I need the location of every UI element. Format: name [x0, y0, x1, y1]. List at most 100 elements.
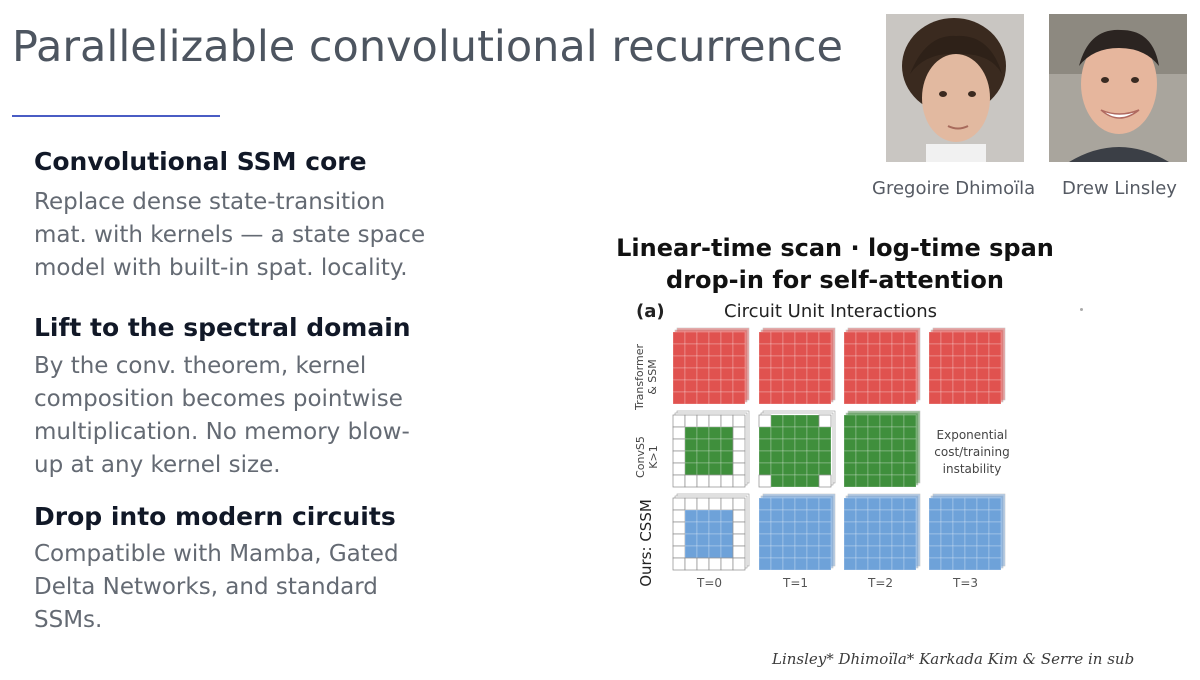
grid-cell-active	[940, 557, 954, 571]
grid-cell-active	[903, 355, 917, 369]
grid-cell-active	[903, 462, 917, 476]
slide-title: Parallelizable convolutional recurrence	[12, 22, 843, 72]
grid-cell-active	[806, 391, 820, 405]
grid-cell-active	[684, 450, 698, 464]
grid-cell-active	[843, 474, 857, 488]
grid-cell-active	[855, 533, 869, 547]
grid-cell-active	[843, 426, 857, 440]
grid-cell-active	[794, 545, 808, 559]
grid-cell-active	[708, 379, 722, 393]
grid-cell-active	[855, 343, 869, 357]
grid-cell-active	[758, 450, 772, 464]
grid-cell-active	[684, 343, 698, 357]
grid-cell-active	[794, 557, 808, 571]
grid-cell-active	[928, 545, 942, 559]
grid-cell-active	[696, 533, 710, 547]
grid-cell-active	[818, 379, 832, 393]
grid-cell-inactive	[672, 521, 686, 535]
grid-cell-active	[696, 521, 710, 535]
grid-cell-active	[782, 557, 796, 571]
grid-cell-active	[696, 391, 710, 405]
grid-cell-active	[696, 379, 710, 393]
grid-cell-active	[708, 331, 722, 345]
grid-cell-active	[818, 557, 832, 571]
grid-cell-active	[843, 355, 857, 369]
grid-cell-active	[770, 521, 784, 535]
grid-cell-active	[720, 438, 734, 452]
grid-cell-active	[684, 533, 698, 547]
grid-cell-inactive	[708, 414, 722, 428]
grid-cell-active	[782, 426, 796, 440]
grid-cell-active	[940, 355, 954, 369]
grid-cell-active	[940, 391, 954, 405]
grid-cell-inactive	[696, 474, 710, 488]
section-body-circuits: Compatible with Mamba, Gated Delta Netwo…	[34, 538, 474, 637]
grid-cell-active	[879, 343, 893, 357]
grid-cell-active	[867, 379, 881, 393]
grid-cell-active	[758, 545, 772, 559]
grid-cell-inactive	[732, 462, 746, 476]
grid-cell-active	[770, 355, 784, 369]
body-line: up at any kernel size.	[34, 452, 281, 478]
grid-cell-active	[891, 426, 905, 440]
grid-cell-active	[818, 450, 832, 464]
grid-cell-active	[940, 533, 954, 547]
section-heading-ssm-core: Convolutional SSM core	[34, 147, 367, 176]
grid-cell-active	[770, 533, 784, 547]
grid-cell-active	[782, 331, 796, 345]
grid-cell-active	[843, 450, 857, 464]
grid-cell-active	[867, 474, 881, 488]
grid-cell-active	[903, 521, 917, 535]
grid-cell-active	[843, 557, 857, 571]
grid-cell-inactive	[818, 474, 832, 488]
grid-cell-active	[903, 533, 917, 547]
grid-cell-inactive	[720, 497, 734, 511]
grid-cell-active	[782, 521, 796, 535]
grid-cell-active	[770, 343, 784, 357]
circuit-grid	[672, 410, 750, 488]
grid-cell-active	[758, 379, 772, 393]
grid-cell-active	[976, 545, 990, 559]
grid-cell-inactive	[732, 533, 746, 547]
grid-cell-active	[976, 367, 990, 381]
grid-cell-active	[720, 533, 734, 547]
grid-cell-active	[891, 450, 905, 464]
grid-cell-active	[988, 331, 1002, 345]
grid-cell-active	[770, 474, 784, 488]
grid-cell-active	[758, 533, 772, 547]
grid-cell-active	[964, 545, 978, 559]
grid-cell-active	[794, 379, 808, 393]
grid-cell-inactive	[758, 414, 772, 428]
grid-cell-active	[696, 462, 710, 476]
grid-cell-active	[964, 497, 978, 511]
grid-cell-active	[818, 533, 832, 547]
grid-cell-active	[879, 438, 893, 452]
grid-cell-active	[940, 545, 954, 559]
grid-cell-active	[720, 355, 734, 369]
grid-cell-active	[806, 521, 820, 535]
grid-cell-active	[732, 355, 746, 369]
grid-cell-active	[879, 331, 893, 345]
grid-cell-active	[928, 557, 942, 571]
grid-cell-active	[879, 414, 893, 428]
grid-cell-active	[940, 343, 954, 357]
grid-cell-active	[794, 355, 808, 369]
grid-cell-inactive	[672, 414, 686, 428]
grid-cell-active	[794, 450, 808, 464]
grid-cell-active	[855, 355, 869, 369]
grid-cell-active	[818, 426, 832, 440]
instability-note: Exponential cost/training instability	[934, 428, 1010, 476]
grid-cell-active	[855, 438, 869, 452]
grid-cell-inactive	[696, 557, 710, 571]
portrait-placeholder-icon	[1049, 14, 1187, 162]
grid-cell-active	[891, 462, 905, 476]
grid-cell-active	[684, 355, 698, 369]
grid-cell-inactive	[672, 509, 686, 523]
grid-cell-inactive	[672, 497, 686, 511]
grid-cell-active	[867, 462, 881, 476]
grid-cell-active	[964, 533, 978, 547]
grid-cell-active	[952, 509, 966, 523]
grid-cell-active	[891, 379, 905, 393]
grid-cell-active	[708, 521, 722, 535]
grid-cell-active	[708, 450, 722, 464]
